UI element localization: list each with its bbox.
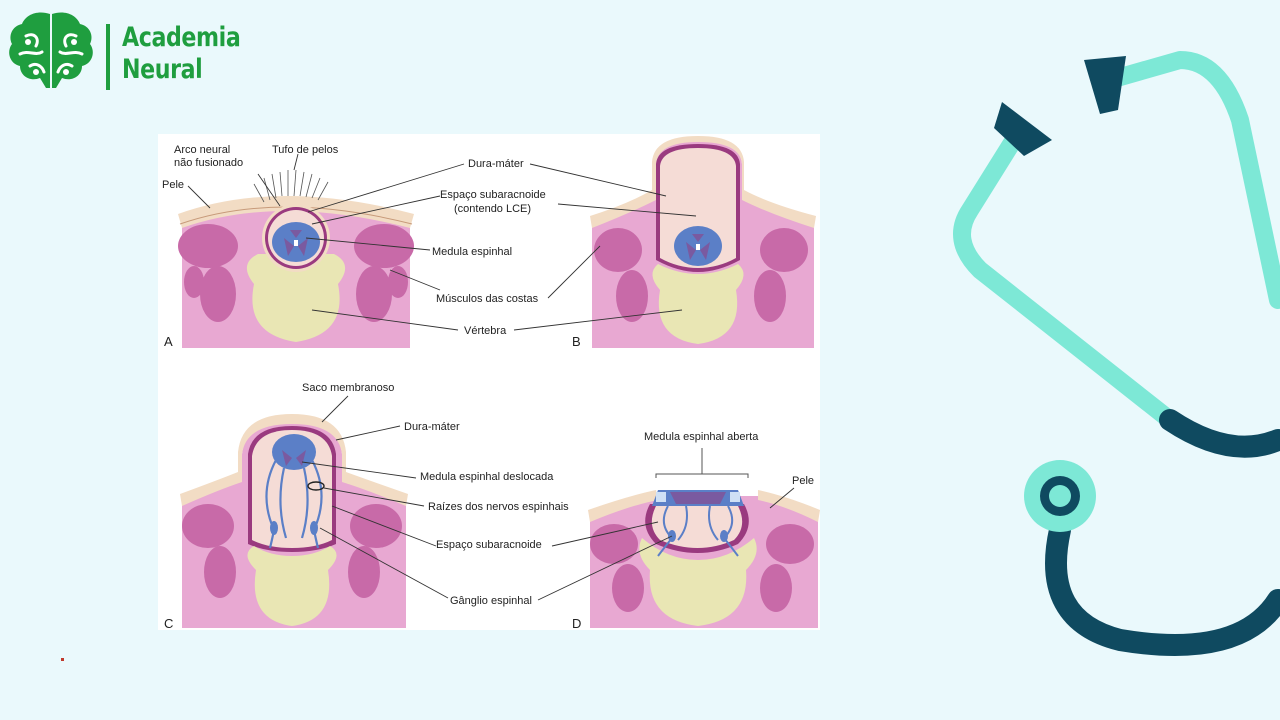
spina-bifida-diagram: Arco neural não fusionado Tufo de pelos … bbox=[158, 134, 820, 630]
label-dura-mater: Dura-máter bbox=[468, 158, 524, 170]
panel-b-drawing bbox=[590, 136, 816, 348]
panel-d-drawing bbox=[588, 448, 820, 628]
panel-label-c: C bbox=[164, 616, 173, 630]
brand-logo: Academia Neural bbox=[6, 8, 246, 92]
label-medula-espinhal: Medula espinhal bbox=[432, 246, 512, 258]
label-pele: Pele bbox=[162, 179, 184, 191]
label-dura-mater-c: Dura-máter bbox=[404, 421, 460, 433]
red-dot-mark bbox=[61, 658, 64, 661]
brain-icon bbox=[9, 12, 93, 88]
diagram-canvas: Arco neural não fusionado Tufo de pelos … bbox=[162, 136, 820, 630]
label-musculos-das-costas: Músculos das costas bbox=[436, 293, 539, 305]
panel-a-drawing bbox=[178, 169, 414, 348]
panel-label-b: B bbox=[572, 334, 581, 349]
label-tufo-de-pelos: Tufo de pelos bbox=[272, 144, 339, 156]
label-pele-d: Pele bbox=[792, 475, 814, 487]
diagram-labels: Arco neural não fusionado Tufo de pelos … bbox=[162, 144, 814, 630]
brand-line-1: Academia bbox=[122, 22, 241, 53]
leader-lines bbox=[187, 153, 795, 601]
label-raizes-dos-nervos: Raízes dos nervos espinhais bbox=[428, 501, 569, 513]
panel-label-d: D bbox=[572, 616, 581, 630]
label-ganglio-espinhal: Gânglio espinhal bbox=[450, 595, 532, 607]
label-vertebra: Vértebra bbox=[464, 325, 507, 337]
panel-c-drawing bbox=[180, 414, 408, 628]
label-medula-espinhal-deslocada: Medula espinhal deslocada bbox=[420, 471, 554, 483]
label-medula-espinhal-aberta: Medula espinhal aberta bbox=[644, 431, 759, 443]
brand-line-2: Neural bbox=[122, 54, 203, 85]
label-saco-membranoso: Saco membranoso bbox=[302, 382, 394, 394]
brand-divider bbox=[106, 24, 110, 90]
stethoscope-icon bbox=[953, 51, 1280, 656]
label-espaco-subaracnoide: Espaço subaracnoide bbox=[440, 189, 546, 201]
label-espaco-subaracnoide-c: Espaço subaracnoide bbox=[436, 539, 542, 551]
label-contendo-lce: (contendo LCE) bbox=[454, 203, 531, 215]
label-arco-neural: Arco neural bbox=[174, 144, 230, 156]
brand-name: Academia Neural bbox=[122, 22, 266, 86]
panel-label-a: A bbox=[164, 334, 173, 349]
label-nao-fusionado: não fusionado bbox=[174, 157, 243, 169]
